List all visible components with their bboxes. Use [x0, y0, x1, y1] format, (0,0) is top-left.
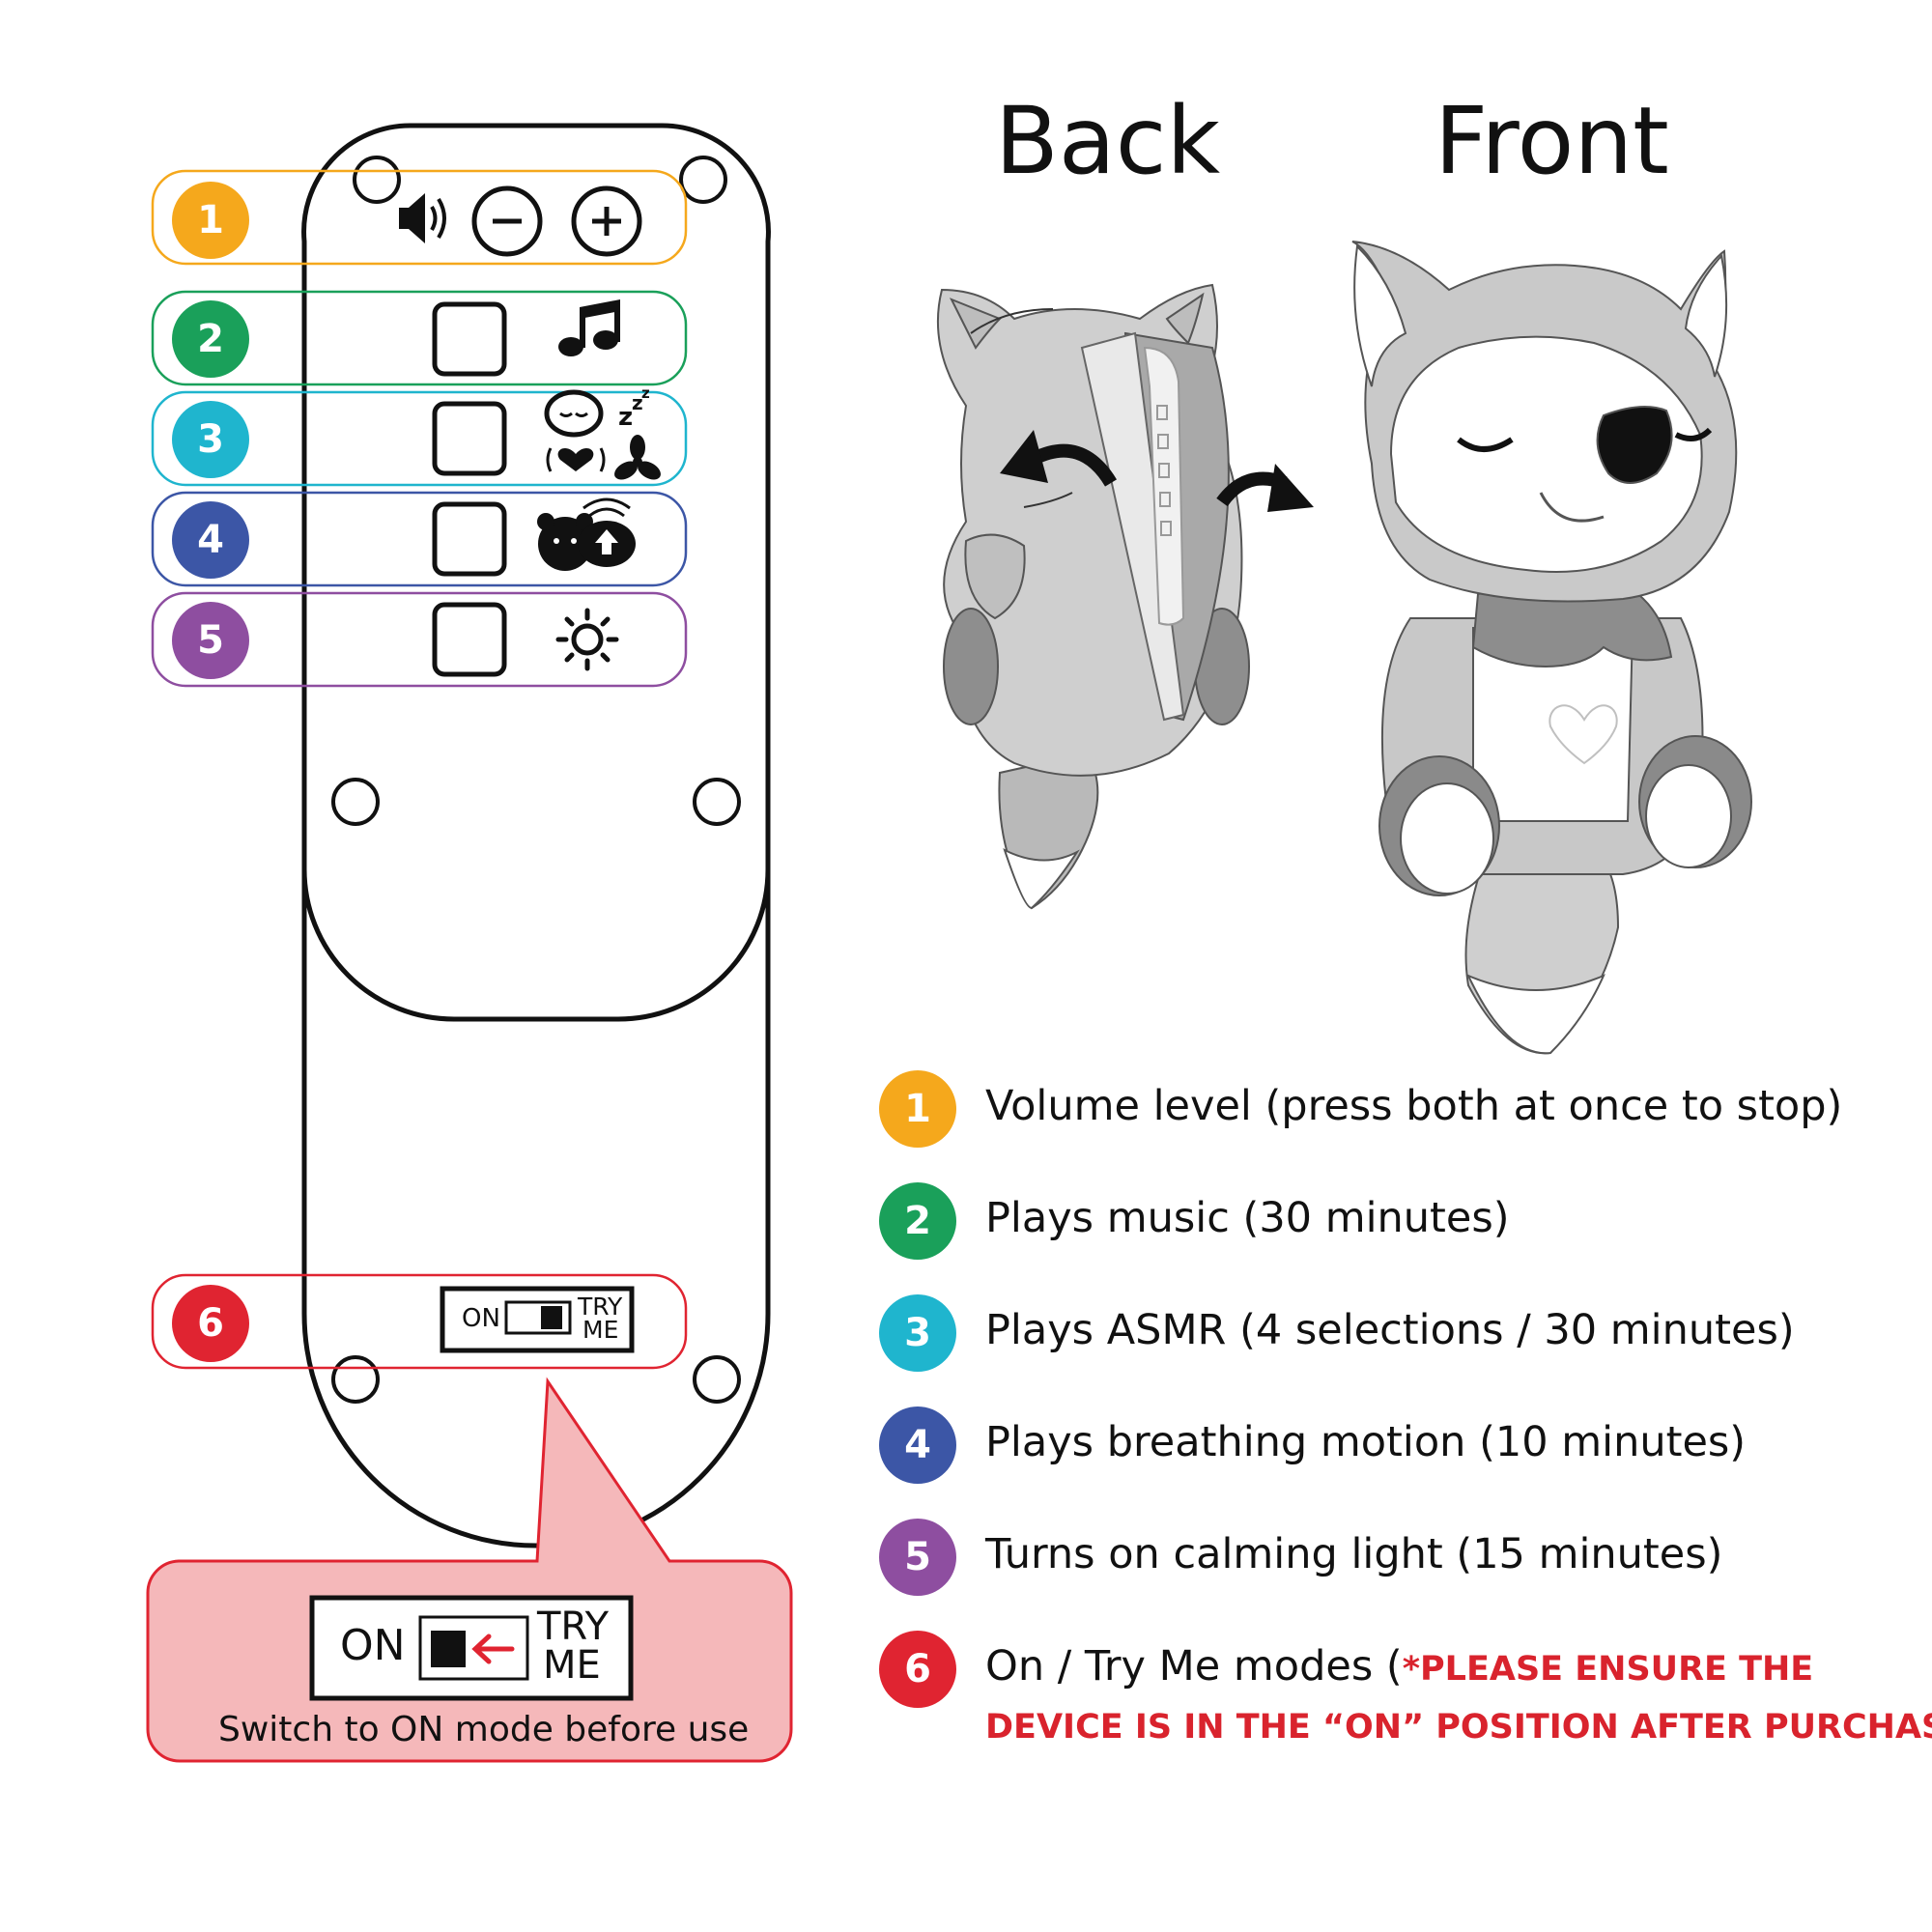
legend-warning-line2: DEVICE IS IN THE “ON” POSITION AFTER PUR…: [985, 1708, 1932, 1747]
screw-hole: [679, 156, 727, 204]
badge-1: 1: [172, 182, 249, 259]
row-frame-1: [151, 169, 688, 266]
callout-bubble: [146, 1377, 793, 1763]
badge-5: 5: [172, 602, 249, 679]
row-frame-4: [151, 491, 688, 587]
callout-switch-icon: [309, 1595, 634, 1701]
legend-text-3: Plays ASMR (4 selections / 30 minutes): [985, 1306, 1795, 1354]
sun-icon: [555, 608, 619, 671]
breathing-button: [432, 501, 507, 577]
asmr-button: [432, 401, 507, 476]
screw-hole: [693, 1355, 741, 1404]
plus-icon: [571, 185, 642, 257]
screw-hole: [331, 1355, 380, 1404]
callout-switch-try-label: TRY: [537, 1605, 610, 1649]
row-frame-3: [151, 390, 688, 487]
row-frame-5: [151, 591, 688, 688]
legend-text-6-line2: DEVICE IS IN THE “ON” POSITION AFTER PUR…: [985, 1700, 1932, 1748]
svg-text:z: z: [618, 403, 633, 432]
badge-2: 2: [172, 300, 249, 378]
callout-switch-on-label: ON: [340, 1621, 406, 1670]
sleep-asmr-icon: z z z: [544, 384, 661, 480]
screw-hole: [693, 778, 741, 826]
speaker-icon: [399, 193, 446, 243]
screw-hole: [353, 156, 401, 204]
plush-front-illustration: [1351, 241, 1752, 1055]
legend-badge-6: 6: [879, 1631, 956, 1708]
badge-4: 4: [172, 501, 249, 579]
device-switch-me-label: ME: [582, 1316, 619, 1344]
breathing-icon: [537, 497, 636, 571]
music-note-icon: [558, 299, 620, 356]
legend-text-6-main: On / Try Me modes (: [985, 1642, 1403, 1690]
badge-6: 6: [172, 1285, 249, 1362]
svg-text:z: z: [632, 391, 643, 414]
plush-back-illustration: [936, 283, 1250, 910]
music-button: [432, 301, 507, 377]
curved-arrow-right-icon: [1216, 464, 1314, 512]
legend-badge-2: 2: [879, 1182, 956, 1260]
legend-badge-3: 3: [879, 1294, 956, 1372]
light-button: [432, 602, 507, 677]
badge-3: 3: [172, 401, 249, 478]
minus-icon: [471, 185, 543, 257]
curved-arrow-left-icon: [1000, 430, 1118, 487]
legend-text-1: Volume level (press both at once to stop…: [985, 1082, 1843, 1130]
legend-text-6: On / Try Me modes (*PLEASE ENSURE THE: [985, 1642, 1813, 1690]
screw-hole: [331, 778, 380, 826]
legend-text-4: Plays breathing motion (10 minutes): [985, 1418, 1747, 1466]
device-body: [301, 744, 771, 1548]
arrow-left-icon: [471, 1634, 515, 1664]
legend-badge-1: 1: [879, 1070, 956, 1148]
device-switch-on-label: ON: [462, 1304, 500, 1333]
legend-badge-5: 5: [879, 1519, 956, 1596]
callout-switch-me-label: ME: [543, 1643, 601, 1688]
svg-text:z: z: [641, 384, 650, 402]
device-switch-icon: [440, 1286, 635, 1353]
callout-caption: Switch to ON mode before use: [218, 1710, 750, 1749]
legend-badge-4: 4: [879, 1406, 956, 1484]
row-frame-2: [151, 290, 688, 386]
legend-text-5: Turns on calming light (15 minutes): [985, 1530, 1723, 1578]
legend-text-2: Plays music (30 minutes): [985, 1194, 1510, 1242]
front-heading: Front: [1435, 87, 1669, 195]
device-control-panel: [301, 123, 771, 1022]
legend-warning-line1: *PLEASE ENSURE THE: [1402, 1650, 1814, 1689]
device-switch-try-label: TRY: [578, 1293, 623, 1321]
back-heading: Back: [995, 87, 1221, 195]
row-frame-6: [151, 1273, 688, 1370]
